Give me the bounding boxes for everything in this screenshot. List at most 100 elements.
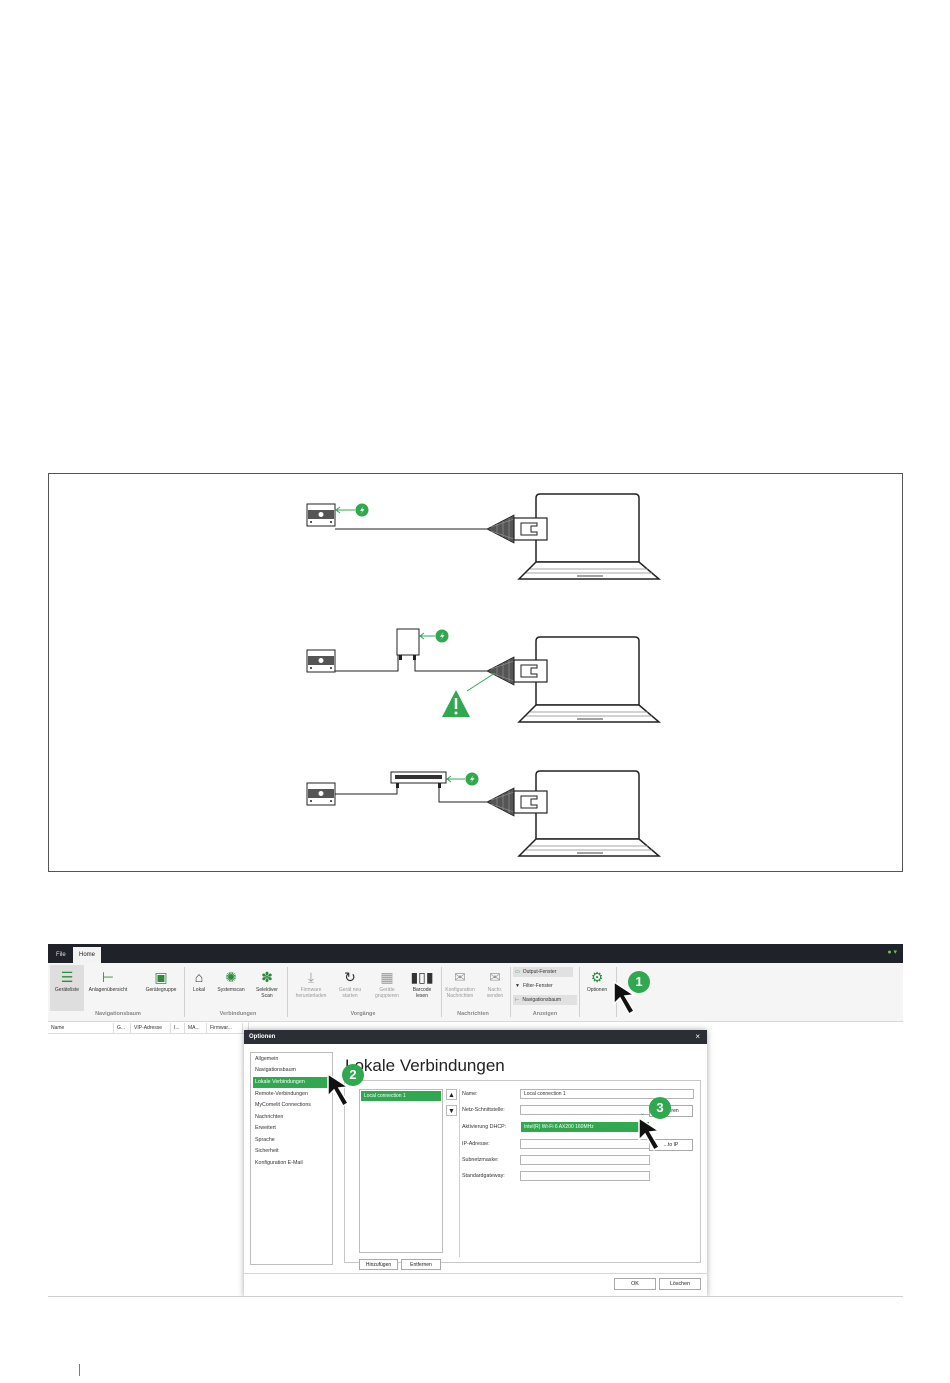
navigation-tree-toggle[interactable]: ⊢Navigationsbaum [513,995,577,1005]
panel-divider [459,1089,460,1257]
group-label-processes: Vorgänge [350,1011,376,1017]
column-header[interactable]: Firmwar... [207,1023,243,1033]
diagram-row-direct [306,493,660,580]
filter-window-toggle[interactable]: ▼Filter-Fenster [515,983,553,989]
system-scan-button[interactable]: ✺ Systemscan [214,967,248,993]
window-icon: ▭ [515,969,520,975]
gateway-field[interactable] [520,1171,650,1181]
nav-item-language[interactable]: Sprache [255,1137,275,1143]
nav-item-navigation-tree[interactable]: Navigationsbaum [255,1067,296,1073]
poe-injector-icon [396,628,420,656]
local-button[interactable]: ⌂ Lokal [185,967,213,993]
device-list-button[interactable]: ☰ Geräteliste [50,965,84,1011]
network-icon: ✺ [225,969,237,985]
divider [244,1273,707,1274]
column-header[interactable]: VIP-Adresse [131,1023,171,1033]
callout-badge: 3 [649,1097,671,1119]
power-icon [355,503,369,517]
mail-config-icon: ✉ [454,969,466,985]
ribbon-toolbar: ☰ Geräteliste ⊢ Anlagenübersicht ▣ Gerät… [48,963,903,1022]
tree-icon: ⊢ [101,969,115,985]
filter-icon: ▼ [515,983,520,989]
interface-dropdown-option[interactable]: Intel(R) Wi-Fi 6 AX200 160MHz [521,1122,649,1132]
gateway-label: Standardgateway: [462,1173,505,1179]
device-grid-header: Name G... VIP-Adresse I... MA... Firmwar… [48,1023,248,1034]
nav-item-local-connections[interactable]: Lokale Verbindungen [253,1077,332,1088]
device-icon [306,503,336,527]
interface-select[interactable] [520,1105,650,1115]
chevron-down-icon[interactable]: ⌄ [640,1111,646,1117]
column-header[interactable]: Name [48,1023,114,1033]
menu-bar: File Home ● ▾ [48,944,903,963]
config-messages-button[interactable]: ✉ Konfiguration Nachrichten [440,967,480,999]
mouse-cursor-icon [638,1116,662,1152]
delete-button[interactable]: Löschen [659,1278,701,1290]
nav-item-remote-connections[interactable]: Remote-Verbindungen [255,1091,309,1097]
connection-diagram [48,473,903,872]
barcode-icon: ▮▯▮ [410,969,434,985]
ok-button[interactable]: OK [614,1278,656,1290]
options-dialog: Optionen × Allgemein Navigationsbaum Lok… [244,1030,707,1296]
selective-scan-button[interactable]: ✽ Selektiver Scan [250,967,284,999]
group-icon: ▣ [154,969,168,985]
ip-address-field[interactable] [520,1139,650,1149]
close-icon[interactable]: × [695,1032,700,1041]
group-label-messages: Nachrichten [457,1011,489,1017]
column-header[interactable]: I... [171,1023,185,1033]
page-marker [79,1364,80,1376]
read-barcode-button[interactable]: ▮▯▮ Barcode lesen [405,967,439,999]
subnet-mask-field[interactable] [520,1155,650,1165]
diagram-row-switch [306,770,660,857]
gear-icon: ⚙ [590,969,604,985]
rj45-plug-icon [486,656,548,686]
menu-file[interactable]: File [56,952,66,958]
group-label-navigation: Navigationsbaum [95,1011,141,1017]
options-button[interactable]: ⚙ Optionen [580,967,614,993]
callout-badge: 2 [342,1064,364,1086]
nav-item-email-config[interactable]: Konfiguration E-Mail [255,1160,303,1166]
connection-list: Local connection 1 [359,1089,443,1253]
home-icon: ⌂ [194,969,204,985]
power-icon [465,772,479,786]
firmware-download-button[interactable]: ⤓ Firmware herunterladen [291,967,331,999]
scan-icon: ✽ [261,969,273,985]
nav-item-security[interactable]: Sicherheit [255,1148,279,1154]
name-field[interactable]: Local connection 1 [520,1089,694,1099]
move-down-button[interactable]: ▼ [446,1105,457,1116]
column-header[interactable]: G... [114,1023,131,1033]
column-header[interactable]: MA... [185,1023,207,1033]
nav-item-advanced[interactable]: Erweitert [255,1125,276,1131]
system-overview-button[interactable]: ⊢ Anlagenübersicht [88,969,128,993]
send-messages-button[interactable]: ✉ Nachr. senden [480,967,510,999]
group-devices-button[interactable]: ▦ Geräte gruppieren [370,967,404,999]
remove-connection-button[interactable]: Entfernen [401,1259,441,1270]
move-up-button[interactable]: ▲ [446,1089,457,1100]
device-icon [306,649,336,673]
nav-item-general[interactable]: Allgemein [255,1056,279,1062]
group-devices-icon: ▦ [380,969,394,985]
list-item[interactable]: Local connection 1 [361,1091,441,1101]
menu-home[interactable]: Home [73,947,102,963]
output-window-toggle[interactable]: ▭Output-Fenster [513,967,573,977]
list-icon: ☰ [60,969,74,985]
tree-icon: ⊢ [515,997,520,1003]
add-connection-button[interactable]: Hinzufügen [359,1259,398,1270]
settings-panel [344,1080,701,1263]
device-group-button[interactable]: ▣ Gerätegruppe [141,967,181,993]
interface-label: Netz-Schnittstelle: [462,1107,505,1113]
restart-device-button[interactable]: ↻ Gerät neu starten [333,967,367,999]
mail-send-icon: ✉ [489,969,501,985]
panel-divider [248,1021,249,1035]
user-icon[interactable]: ● ▾ [887,949,897,956]
download-icon: ⤓ [307,969,315,985]
dialog-title: Optionen [249,1034,276,1040]
options-nav-list: Allgemein Navigationsbaum Lokale Verbind… [250,1052,333,1265]
nav-item-mycomelit[interactable]: MyComelit Connections [255,1102,311,1108]
group-label-display: Anzeigen [532,1011,558,1017]
nav-item-messages[interactable]: Nachrichten [255,1114,284,1120]
ip-label: IP-Adresse: [462,1141,490,1147]
rj45-plug-icon [486,787,548,817]
page-title: Lokale Verbindungen [345,1056,505,1075]
subnet-label: Subnetzmaske: [462,1157,499,1163]
dhcp-label: Aktivierung DHCP: [462,1124,507,1130]
